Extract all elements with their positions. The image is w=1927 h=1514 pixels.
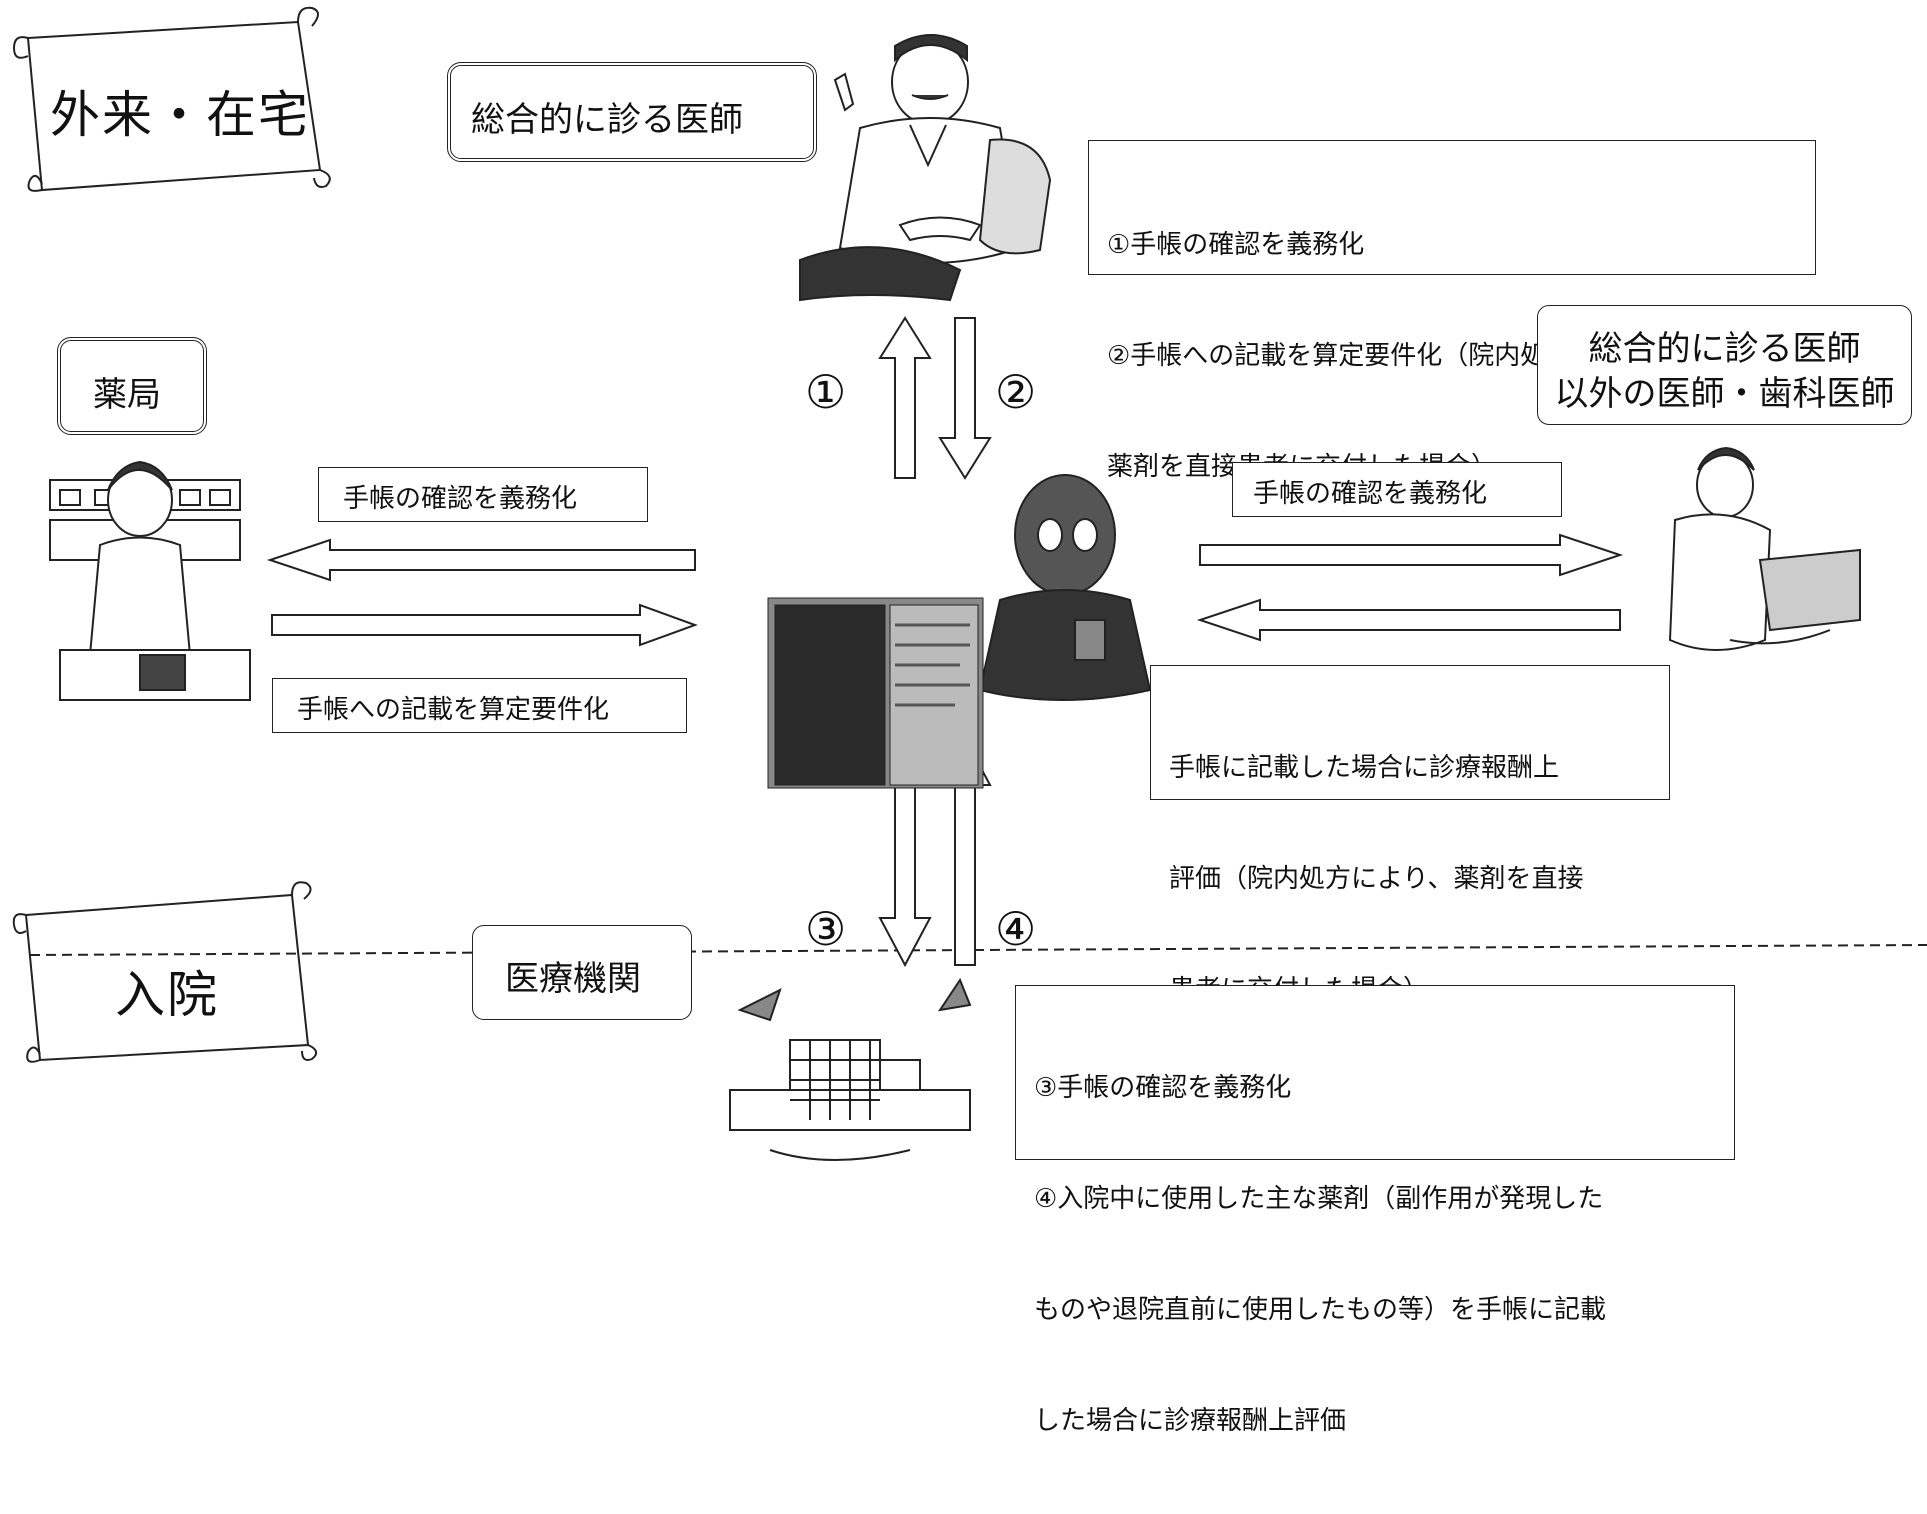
pharmacy-arrow-label-bottom-box: 手帳への記載を算定要件化 xyxy=(272,678,687,733)
hospital-note-line-3: ものや退院直前に使用したもの等）を手帳に記載 xyxy=(1034,1295,1607,1325)
other-doctors-note-line-2: 評価（院内処方により、薬剤を直接 xyxy=(1169,864,1584,894)
number-1: ① xyxy=(805,365,847,419)
arrow-2-down xyxy=(938,317,992,480)
pharmacy-arrow-label-bottom: 手帳への記載を算定要件化 xyxy=(297,695,610,725)
doctor-illustration-icon xyxy=(799,34,1052,302)
arrow-other-doctors-left xyxy=(1196,598,1621,642)
hospital-notes-box: ③手帳の確認を義務化 ④入院中に使用した主な薬剤（副作用が発現した ものや退院直… xyxy=(1015,985,1735,1436)
number-4: ④ xyxy=(995,902,1037,956)
other-doctors-label-box: 総合的に診る医師 以外の医師・歯科医師 xyxy=(1537,305,1912,425)
other-doctors-arrow-label-top: 手帳の確認を義務化 xyxy=(1253,479,1488,509)
dentist-illustration-icon xyxy=(1668,446,1861,651)
arrow-other-doctors-right xyxy=(1199,533,1624,577)
hospital-note-line-4: した場合に診療報酬上評価 xyxy=(1034,1406,1347,1436)
diagram-graphics xyxy=(12,6,1927,1161)
other-doctors-arrow-label-top-box: 手帳の確認を義務化 xyxy=(1232,462,1562,517)
section-title-outpatient-home: 外来・在宅 xyxy=(50,86,310,144)
pharmacist-illustration-icon xyxy=(49,460,251,701)
other-doctors-label-line-2: 以外の医師・歯科医師 xyxy=(1554,374,1895,414)
arrow-pharmacy-left xyxy=(266,538,696,582)
arrow-1-up xyxy=(878,316,932,479)
other-doctors-label-line-1: 総合的に診る医師 xyxy=(1588,329,1861,369)
scroll-banner-outpatient xyxy=(12,6,331,192)
pharmacy-label-box: 薬局 xyxy=(57,337,207,435)
hospital-note-line-1: ③手帳の確認を義務化 xyxy=(1034,1073,1292,1103)
number-3: ③ xyxy=(805,902,847,956)
pharmacy-label: 薬局 xyxy=(93,375,161,415)
number-2: ② xyxy=(995,365,1037,419)
medical-institution-label: 医療機関 xyxy=(505,959,641,999)
scroll-banner-hospitalization xyxy=(12,881,318,1063)
patient-illustration-icon xyxy=(978,474,1152,701)
other-doctors-notes-box: 手帳に記載した場合に診療報酬上 評価（院内処方により、薬剤を直接 患者に交付した… xyxy=(1150,665,1670,1005)
doctor-notes-box: ①手帳の確認を義務化 ②手帳への記載を算定要件化（院内処方により、 薬剤を直接患… xyxy=(1088,140,1816,482)
general-doctor-label: 総合的に診る医師 xyxy=(471,100,743,140)
separator-dashed-line xyxy=(29,944,1927,956)
other-doctors-note-line-1: 手帳に記載した場合に診療報酬上 xyxy=(1169,753,1560,783)
medication-notebook-icon xyxy=(767,597,984,789)
general-doctor-label-box: 総合的に診る医師 xyxy=(447,62,817,162)
doctor-note-line-1: ①手帳の確認を義務化 xyxy=(1107,230,1365,260)
arrow-pharmacy-right xyxy=(271,603,698,647)
diagram-canvas: 外来・在宅 入院 総合的に診る医師 ①手帳の確認を義務化 ②手帳への記載を算定要… xyxy=(12,6,1927,1436)
hospital-building-icon xyxy=(729,977,972,1161)
pharmacy-arrow-label-top: 手帳の確認を義務化 xyxy=(343,484,578,514)
medical-institution-label-box: 医療機関 xyxy=(472,925,692,1020)
hospital-note-line-2: ④入院中に使用した主な薬剤（副作用が発現した xyxy=(1034,1184,1604,1214)
section-title-hospitalization: 入院 xyxy=(115,966,219,1024)
pharmacy-arrow-label-top-box: 手帳の確認を義務化 xyxy=(318,467,648,522)
